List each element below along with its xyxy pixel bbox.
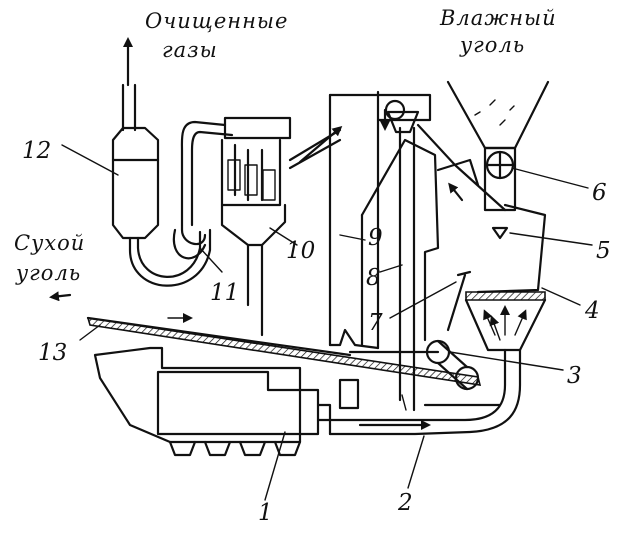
caption-dry-coal-line1: Сухой — [14, 231, 85, 255]
label-7: 7 — [368, 310, 383, 336]
label-11: 11 — [210, 280, 239, 306]
exhaust-duct — [172, 120, 234, 260]
caption-clean-gas-line1: Очищенные — [145, 9, 288, 33]
label-5: 5 — [596, 238, 611, 264]
label-2: 2 — [397, 490, 413, 516]
furnace — [93, 346, 360, 457]
cyclone-battery — [220, 116, 342, 337]
caption-wet-coal-line2: уголь — [459, 33, 525, 57]
label-3: 3 — [567, 363, 582, 389]
caption-clean-gas-line2: газы — [162, 38, 218, 62]
label-1: 1 — [258, 500, 273, 526]
label-4: 4 — [584, 298, 600, 324]
label-10: 10 — [286, 238, 315, 264]
feed-chute — [446, 270, 472, 332]
leader-lines — [61, 144, 593, 501]
dry-coal-conveyor — [49, 291, 482, 386]
label-12: 12 — [22, 138, 51, 164]
label-6: 6 — [592, 180, 607, 206]
bottom-flue — [316, 348, 522, 436]
caption-dry-coal-line2: уголь — [15, 261, 81, 285]
label-13: 13 — [38, 340, 67, 366]
belt-conveyor — [348, 339, 502, 407]
scrubber — [111, 37, 212, 287]
wet-coal-hopper — [446, 80, 550, 240]
elevator — [384, 99, 420, 412]
label-9: 9 — [368, 225, 383, 251]
caption-wet-coal-line1: Влажный — [439, 6, 557, 30]
label-8: 8 — [366, 265, 381, 291]
fluidized-grate — [464, 291, 547, 352]
flow-arrows — [167, 108, 464, 323]
separator-body — [360, 123, 547, 347]
